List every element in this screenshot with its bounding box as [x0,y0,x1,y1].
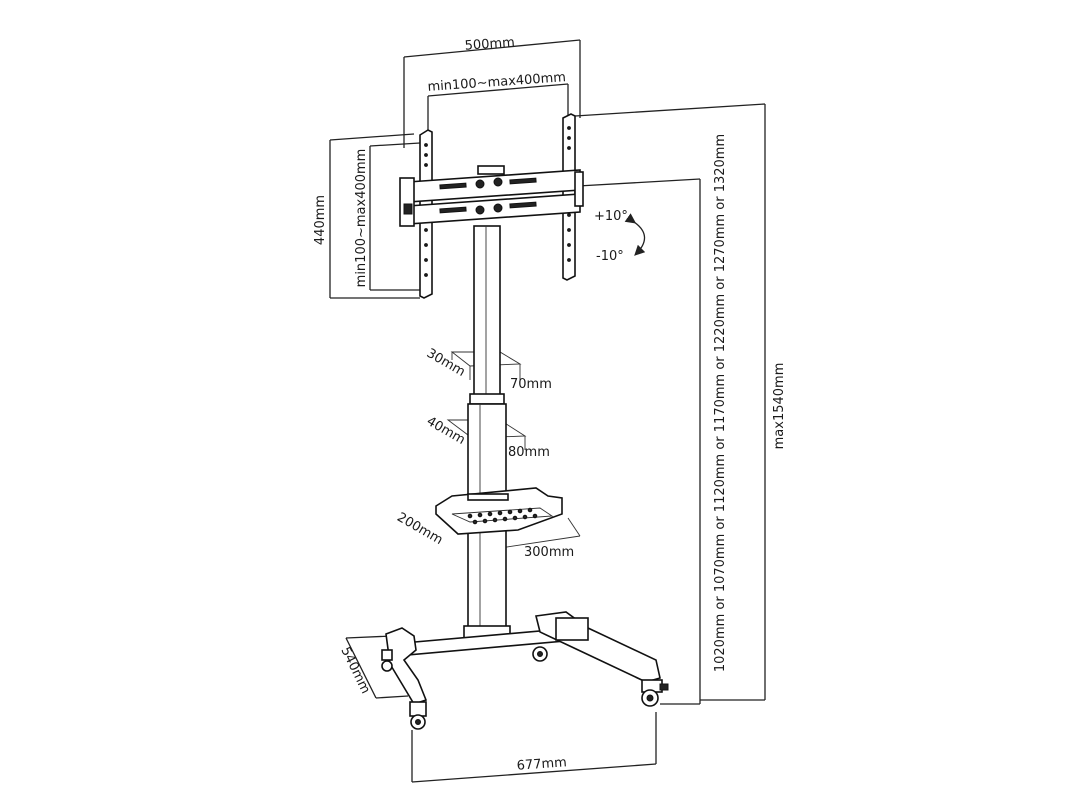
dim-max-height-lines [574,103,766,701]
label-bracket-width: 500mm [464,35,515,53]
stand-column [463,225,511,639]
label-tilt-up: +10° [594,209,628,224]
tilt-indicator [624,213,646,256]
dim-base-width-lines [411,712,657,783]
bracket-slots [439,177,537,215]
dim-vesa-vertical-lines [369,142,424,291]
tv-mount-bracket [399,113,584,299]
label-shelf-width: 300mm [524,545,574,560]
label-column-upper-depth: 30mm [424,346,468,380]
shelf-vent-holes [467,507,538,525]
label-tilt-down: -10° [596,249,624,264]
caster-rear-middle [532,646,548,662]
caster-front-left [409,701,427,730]
dim-bracket-width-lines [403,39,581,148]
label-height-options: 1020mm or 1070mm or 1120mm or 1170mm or … [713,134,728,672]
dim-height-options-lines [577,178,701,705]
dim-bracket-height-lines [329,133,420,299]
label-column-lower-depth: 40mm [424,414,468,448]
label-vesa-vertical: min100~max400mm [354,149,369,288]
dim-vesa-horizontal-lines [427,83,569,150]
caster-rear-left [381,649,393,672]
dim-base-depth-lines [345,635,409,699]
left-rail-holes [424,143,428,277]
label-base-width: 677mm [516,755,567,773]
label-base-depth: 540mm [337,645,372,697]
av-shelf [435,487,563,535]
label-vesa-horizontal: min100~max400mm [427,70,566,95]
label-max-height: max1540mm [772,363,787,450]
label-bracket-height: 440mm [313,195,328,245]
stand-base [381,611,669,730]
label-column-upper-width: 70mm [510,377,552,392]
label-column-lower-width: 80mm [508,445,550,460]
right-rail-holes [567,126,571,262]
caster-front-right [641,679,669,707]
